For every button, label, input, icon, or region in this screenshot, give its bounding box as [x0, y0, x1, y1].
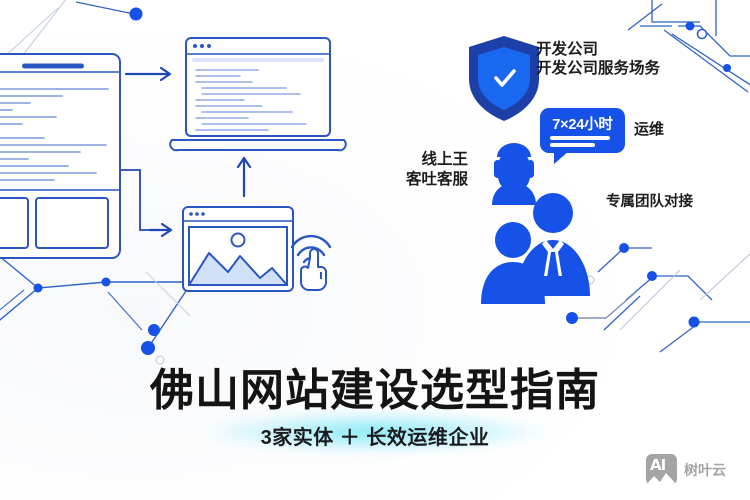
circuit-node-hollow — [696, 28, 708, 40]
circuit-node — [723, 64, 731, 72]
customer-service-label: 线上王客吐客服 — [406, 150, 468, 190]
laptop-code-window — [169, 37, 347, 152]
dev-company-line2: 开发公司服务场务 — [536, 59, 661, 77]
circuit-node — [647, 271, 657, 281]
two-people-icon — [481, 193, 590, 304]
circuit-node — [33, 283, 43, 293]
page-title: 佛山网站建设选型指南 — [150, 365, 600, 416]
subtitle-glow — [150, 404, 600, 460]
watermark-text: 树叶云 — [684, 461, 726, 478]
ai-badge-icon: AI — [646, 454, 677, 485]
circuit-node — [101, 277, 111, 287]
headset-agent-icon — [492, 143, 536, 205]
circuit-node — [141, 341, 155, 355]
dev-company-label: 开发公司开发公司服务场务 — [536, 41, 660, 79]
pointing-hand-icon — [300, 248, 327, 291]
ops-label: 运维 — [634, 121, 665, 138]
dev-company-line1: 开发公司 — [536, 41, 599, 58]
wifi-waves-icon — [290, 234, 332, 264]
ops-badge-text: 7×24小时 — [552, 117, 613, 133]
hill-glyph — [646, 473, 677, 485]
circuit-node — [566, 312, 578, 324]
circuit-node — [129, 7, 143, 21]
customer-service-line2: 客吐客服 — [406, 171, 469, 189]
circuit-node — [148, 324, 160, 336]
arrow-editor-to-laptop — [124, 66, 172, 82]
page-subtitle: 3家实体 ＋ 长效运维企业 — [260, 427, 490, 449]
ai-badge-text: AI — [650, 456, 666, 474]
circuit-node — [688, 316, 700, 328]
circuit-node-hollow — [585, 275, 595, 285]
dedicated-team-label: 专属团队对接 — [606, 194, 693, 210]
ops-speech-bubble: 7×24小时 — [540, 108, 625, 164]
arrow-gallery-to-laptop — [236, 156, 252, 198]
watermark: AI 树叶云 — [646, 454, 726, 485]
arrow-editor-to-gallery — [148, 222, 173, 238]
bubble-line-1 — [550, 136, 610, 140]
circuit-node — [619, 243, 629, 253]
bubble-line-2 — [550, 143, 595, 147]
image-placeholder-icon — [188, 232, 288, 286]
circuit-node — [685, 21, 695, 31]
customer-service-line1: 线上王 — [421, 151, 469, 168]
image-gallery-window — [182, 206, 294, 292]
